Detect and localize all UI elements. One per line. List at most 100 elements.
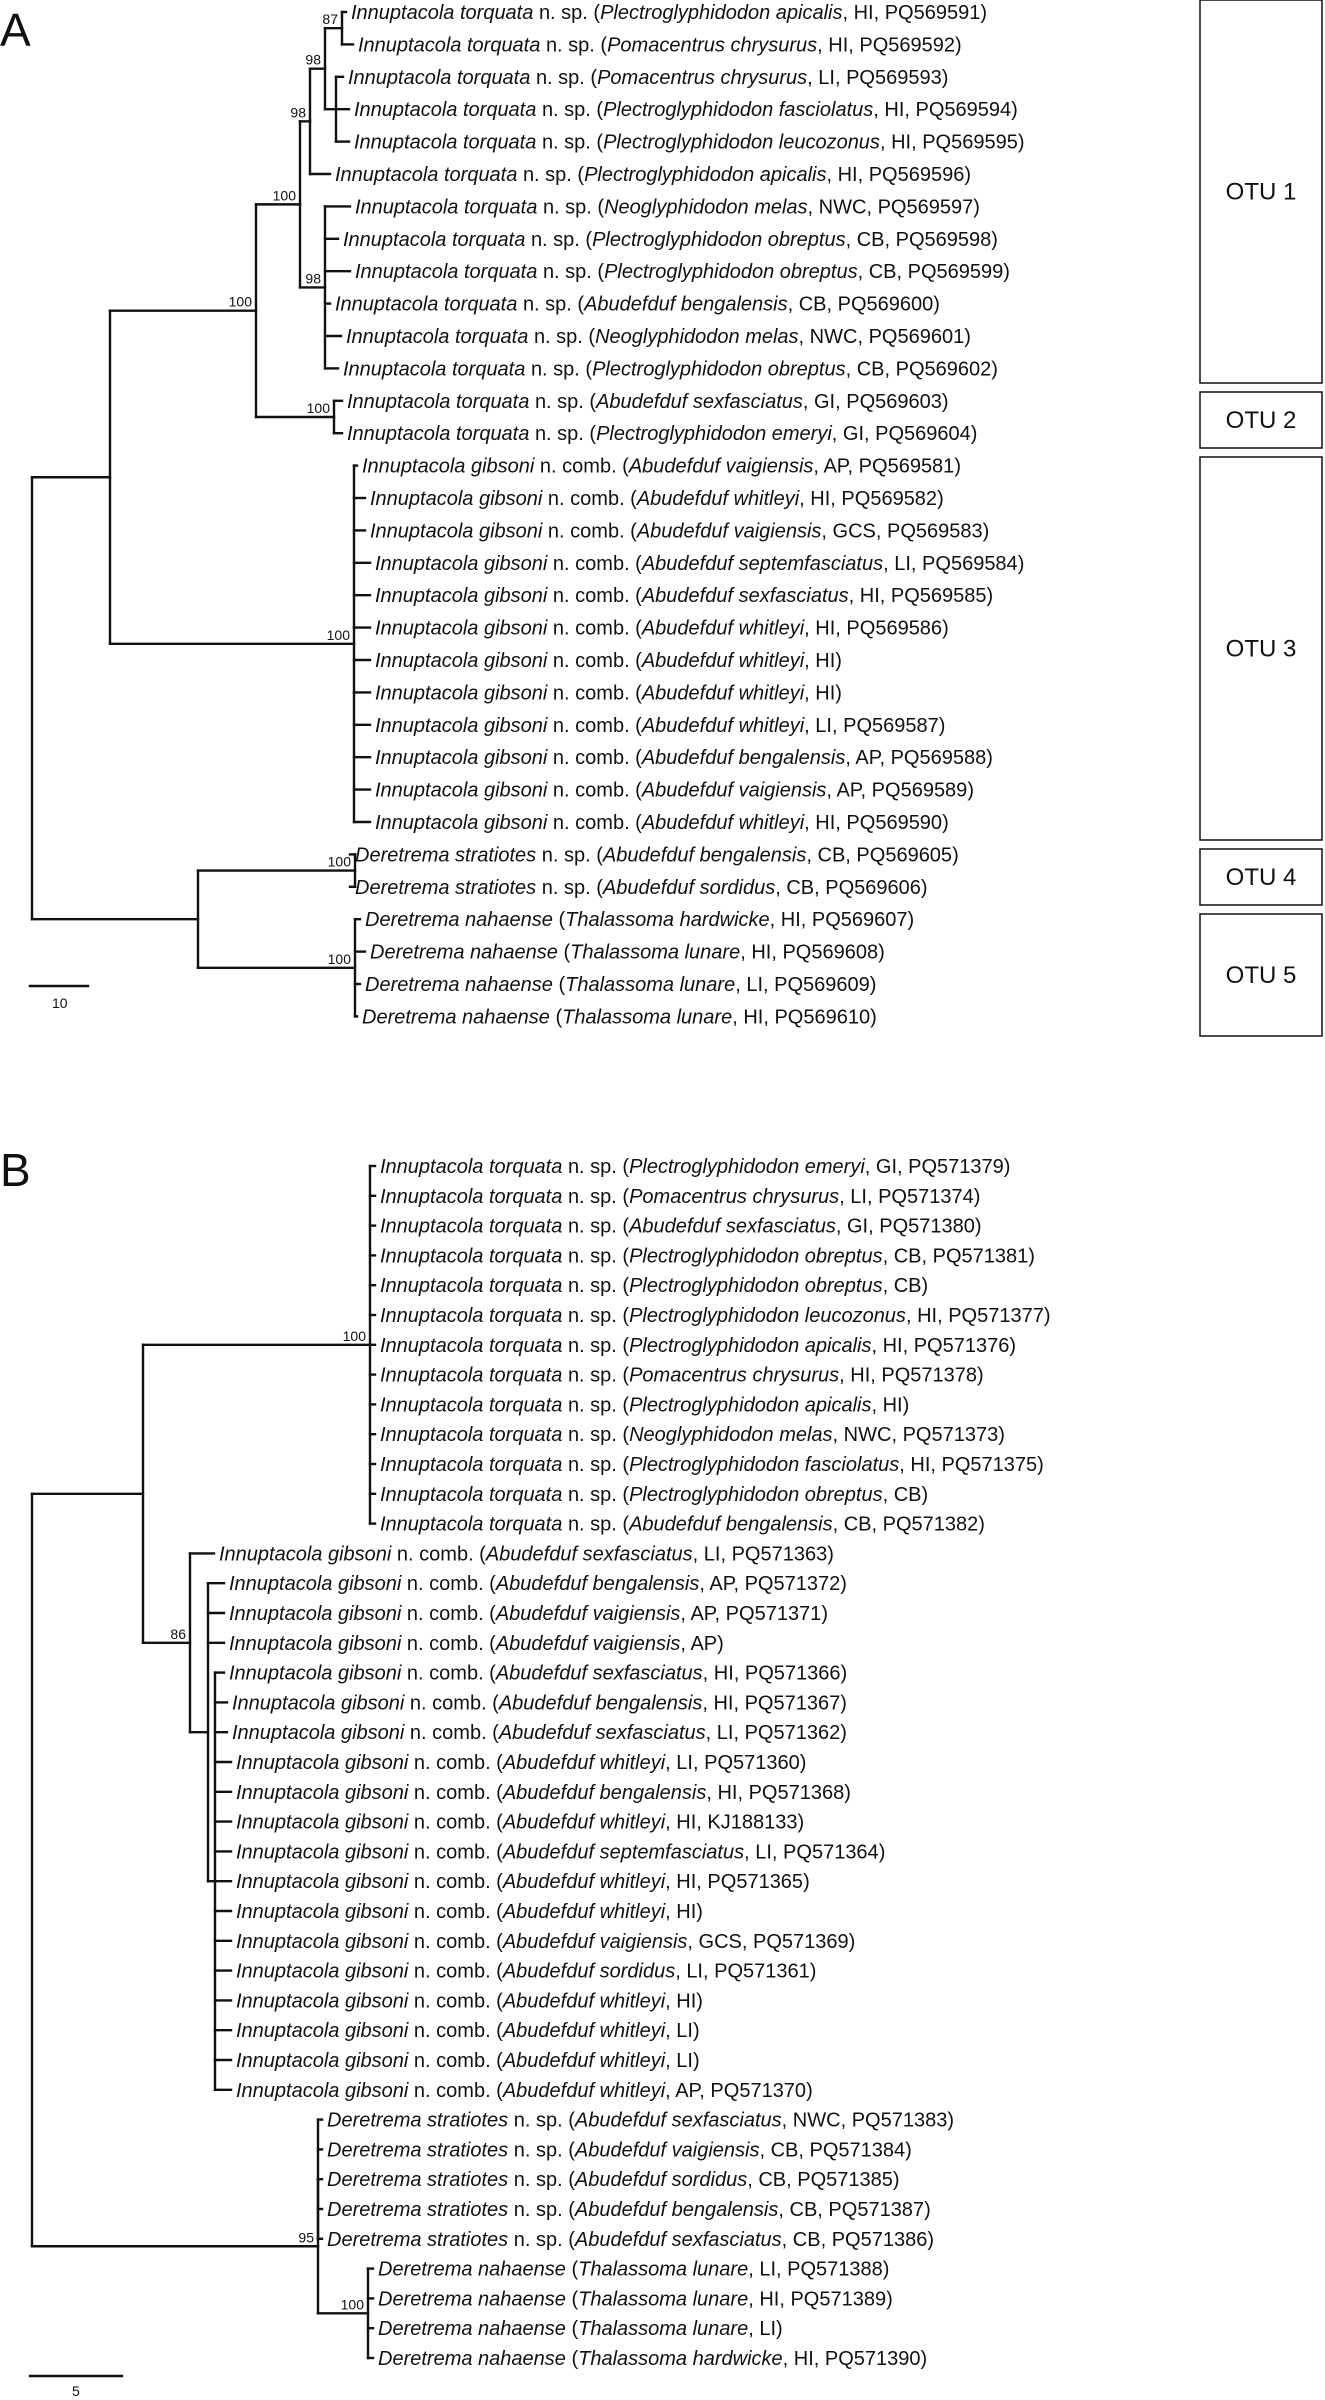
leaf-label: Innuptacola gibsoni n. comb. (Abudefduf … — [236, 2080, 813, 2102]
panel-b-scale-bar: 5 — [28, 2374, 124, 2399]
otu-box — [1199, 391, 1323, 449]
leaf-label: Innuptacola gibsoni n. comb. (Abudefduf … — [375, 747, 993, 769]
leaf-label: Innuptacola gibsoni n. comb. (Abudefduf … — [236, 1752, 806, 1774]
leaf-label: Innuptacola torquata n. sp. (Plectroglyp… — [380, 1156, 1010, 1178]
leaf-label: Deretrema nahaense (Thalassoma lunare, L… — [378, 2318, 783, 2340]
leaf-label: Innuptacola gibsoni n. comb. (Abudefduf … — [229, 1573, 847, 1595]
support-value: 100 — [327, 627, 351, 643]
support-value: 86 — [170, 1626, 186, 1642]
panel-a-otu-boxes: OTU 1 OTU 2 OTU 3 OTU 4 OTU 5 — [1199, 0, 1323, 1037]
otu-box — [1199, 0, 1323, 384]
leaf-label: Innuptacola torquata n. sp. (Plectroglyp… — [380, 1484, 928, 1506]
leaf-label: Innuptacola gibsoni n. comb. (Abudefduf … — [236, 1901, 703, 1923]
leaf-label: Deretrema stratiotes n. sp. (Abudefduf s… — [327, 2110, 954, 2132]
panel-a-scale-bar: 10 — [28, 984, 90, 1011]
leaf-label: Innuptacola gibsoni n. comb. (Abudefduf … — [219, 1543, 834, 1565]
leaf-label: Innuptacola gibsoni n. comb. (Abudefduf … — [236, 1782, 851, 1804]
leaf-label: Deretrema stratiotes n. sp. (Abudefduf v… — [327, 2139, 912, 2161]
leaf-label: Innuptacola torquata n. sp. (Plectroglyp… — [343, 358, 998, 380]
panel-a-branches — [30, 10, 372, 1018]
leaf-label: Innuptacola torquata n. sp. (Neoglyphido… — [346, 326, 971, 348]
leaf-label: Innuptacola gibsoni n. comb. (Abudefduf … — [375, 650, 842, 672]
leaf-label: Innuptacola torquata n. sp. (Plectroglyp… — [354, 132, 1025, 154]
panel-a-leaf-labels: Innuptacola torquata n. sp. (Plectroglyp… — [335, 2, 1025, 1028]
leaf-label: Innuptacola gibsoni n. comb. (Abudefduf … — [232, 1692, 847, 1714]
leaf-label: Innuptacola torquata n. sp. (Plectroglyp… — [355, 261, 1010, 283]
leaf-label: Innuptacola torquata n. sp. (Plectroglyp… — [335, 164, 971, 186]
leaf-label: Innuptacola torquata n. sp. (Pomacentrus… — [380, 1365, 984, 1387]
leaf-label: Innuptacola torquata n. sp. (Plectroglyp… — [380, 1454, 1044, 1476]
leaf-label: Innuptacola gibsoni n. comb. (Abudefduf … — [375, 682, 842, 704]
support-value: 100 — [273, 187, 297, 203]
otu-label: OTU 4 — [1226, 864, 1297, 891]
leaf-label: Innuptacola gibsoni n. comb. (Abudefduf … — [236, 1871, 810, 1893]
leaf-label: Innuptacola gibsoni n. comb. (Abudefduf … — [362, 456, 961, 478]
leaf-label: Deretrema nahaense (Thalassoma hardwicke… — [378, 2348, 927, 2370]
panel-b-leaf-labels: Innuptacola torquata n. sp. (Plectroglyp… — [219, 1156, 1051, 2370]
leaf-label: Innuptacola torquata n. sp. (Plectroglyp… — [380, 1394, 909, 1416]
otu-box — [1199, 913, 1323, 1037]
leaf-label: Innuptacola torquata n. sp. (Plectroglyp… — [380, 1245, 1035, 1267]
leaf-label: Deretrema nahaense (Thalassoma lunare, H… — [378, 2288, 893, 2310]
leaf-label: Innuptacola gibsoni n. comb. (Abudefduf … — [229, 1633, 724, 1655]
leaf-label: Innuptacola gibsoni n. comb. (Abudefduf … — [370, 488, 944, 510]
leaf-label: Innuptacola gibsoni n. comb. (Abudefduf … — [370, 520, 989, 542]
leaf-label: Innuptacola torquata n. sp. (Abudefduf s… — [380, 1216, 982, 1238]
leaf-label: Innuptacola gibsoni n. comb. (Abudefduf … — [375, 780, 974, 802]
leaf-label: Deretrema stratiotes n. sp. (Abudefduf s… — [327, 2169, 900, 2191]
leaf-label: Deretrema stratiotes n. sp. (Abudefduf s… — [327, 2229, 934, 2251]
leaf-label: Innuptacola torquata n. sp. (Plectroglyp… — [380, 1335, 1016, 1357]
leaf-label: Deretrema stratiotes n. sp. (Abudefduf s… — [355, 877, 928, 899]
panel-b-support-values: 100 86 100 95 — [170, 1328, 366, 2313]
otu-box — [1199, 456, 1323, 841]
support-value: 98 — [305, 270, 321, 286]
leaf-label: Innuptacola torquata n. sp. (Abudefduf b… — [335, 294, 940, 316]
support-value: 100 — [328, 854, 352, 870]
panel-b-scale-label: 5 — [72, 2383, 80, 2399]
support-value: 100 — [343, 1328, 367, 1344]
leaf-label: Innuptacola gibsoni n. comb. (Abudefduf … — [375, 553, 1024, 575]
leaf-label: Innuptacola torquata n. sp. (Plectroglyp… — [380, 1305, 1051, 1327]
otu-label: OTU 3 — [1226, 636, 1297, 663]
leaf-label: Innuptacola torquata n. sp. (Plectroglyp… — [343, 229, 998, 251]
leaf-label: Deretrema nahaense (Thalassoma lunare, L… — [365, 974, 876, 996]
leaf-label: Innuptacola torquata n. sp. (Plectroglyp… — [351, 2, 987, 24]
otu-label: OTU 2 — [1226, 407, 1297, 434]
leaf-label: Innuptacola gibsoni n. comb. (Abudefduf … — [375, 585, 993, 607]
support-value: 100 — [328, 951, 352, 967]
leaf-label: Innuptacola torquata n. sp. (Abudefduf s… — [347, 391, 949, 413]
leaf-label: Innuptacola gibsoni n. comb. (Abudefduf … — [375, 812, 949, 834]
leaf-label: Innuptacola gibsoni n. comb. (Abudefduf … — [229, 1603, 828, 1625]
leaf-label: Deretrema nahaense (Thalassoma hardwicke… — [365, 909, 914, 931]
leaf-label: Innuptacola gibsoni n. comb. (Abudefduf … — [375, 618, 949, 640]
leaf-label: Innuptacola gibsoni n. comb. (Abudefduf … — [236, 1841, 885, 1863]
support-value: 100 — [307, 400, 331, 416]
support-value: 100 — [341, 2296, 365, 2312]
leaf-label: Innuptacola torquata n. sp. (Plectroglyp… — [380, 1275, 928, 1297]
support-value: 95 — [298, 2229, 314, 2245]
otu-box — [1199, 848, 1323, 906]
leaf-label: Deretrema stratiotes n. sp. (Abudefduf b… — [327, 2199, 931, 2221]
leaf-label: Innuptacola gibsoni n. comb. (Abudefduf … — [229, 1663, 847, 1685]
panel-b-branches — [30, 1164, 377, 2360]
leaf-label: Innuptacola gibsoni n. comb. (Abudefduf … — [236, 1931, 855, 1953]
leaf-label: Innuptacola torquata n. sp. (Plectroglyp… — [347, 423, 977, 445]
leaf-label: Deretrema stratiotes n. sp. (Abudefduf b… — [355, 844, 959, 866]
otu-label: OTU 1 — [1226, 179, 1297, 206]
panel-a-letter: A — [0, 4, 31, 56]
leaf-label: Innuptacola gibsoni n. comb. (Abudefduf … — [232, 1722, 847, 1744]
leaf-label: Innuptacola gibsoni n. comb. (Abudefduf … — [236, 1961, 816, 1983]
leaf-label: Innuptacola torquata n. sp. (Pomacentrus… — [380, 1186, 980, 1208]
leaf-label: Innuptacola gibsoni n. comb. (Abudefduf … — [236, 1990, 703, 2012]
leaf-label: Innuptacola torquata n. sp. (Plectroglyp… — [354, 99, 1018, 121]
otu-label: OTU 5 — [1226, 962, 1297, 989]
support-value: 98 — [305, 52, 321, 68]
leaf-label: Innuptacola torquata n. sp. (Abudefduf b… — [380, 1514, 985, 1536]
leaf-label: Innuptacola torquata n. sp. (Neoglyphido… — [355, 196, 980, 218]
panel-a-scale-label: 10 — [52, 995, 68, 1011]
support-value: 87 — [322, 11, 338, 27]
